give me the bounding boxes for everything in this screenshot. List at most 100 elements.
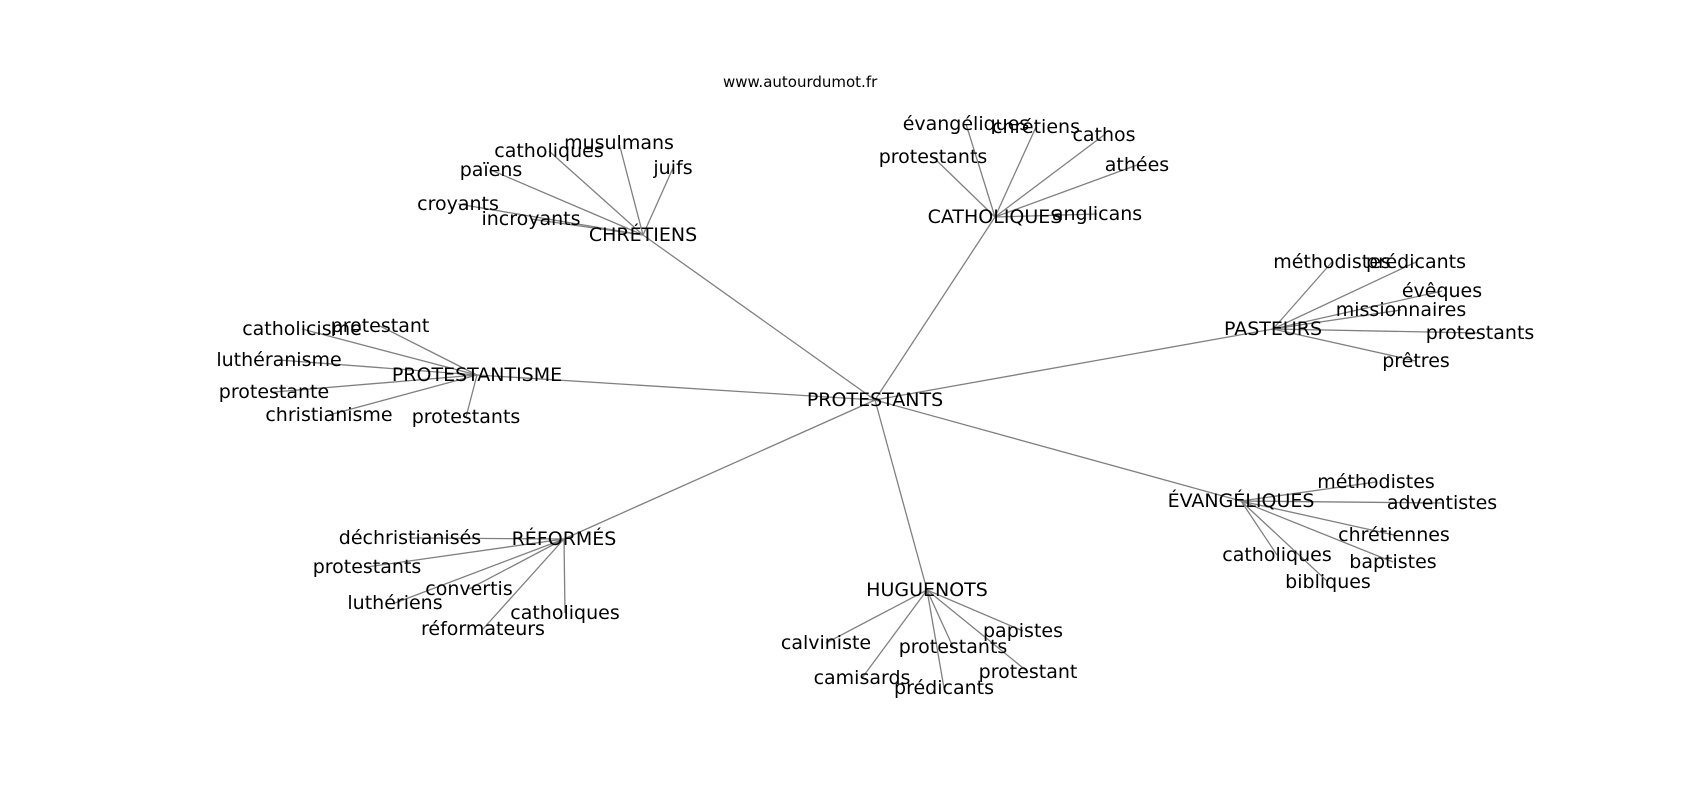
hub-chretiens[interactable]: CHRÉTIENS xyxy=(589,223,697,246)
edge-huguenots-protestant xyxy=(926,589,1029,673)
word-chretiens-musulmans[interactable]: musulmans xyxy=(564,132,674,154)
word-huguenots-papistes[interactable]: papistes xyxy=(983,620,1063,642)
word-reformes-convertis[interactable]: convertis xyxy=(425,578,513,600)
edge-chretiens-paiens xyxy=(490,169,644,236)
edge-evangeliques-methodistes xyxy=(1240,481,1377,502)
site-url[interactable]: www.autourdumot.fr xyxy=(723,73,878,91)
center-node[interactable]: PROTESTANTS xyxy=(807,389,943,411)
word-evangeliques-bibliques[interactable]: bibliques xyxy=(1285,571,1371,593)
word-catholiques-anglicans[interactable]: anglicans xyxy=(1052,203,1142,225)
edge-huguenots-calviniste xyxy=(825,589,928,644)
edge-protestantisme-protestants xyxy=(465,374,478,418)
edge-evangeliques-adventistes xyxy=(1240,500,1443,504)
word-evangeliques-adventistes[interactable]: adventistes xyxy=(1387,492,1497,514)
edge-reformes-convertis xyxy=(468,538,565,590)
word-pasteurs-protestants[interactable]: protestants xyxy=(1426,322,1535,344)
word-evangeliques-catholiques[interactable]: catholiques xyxy=(1222,544,1331,566)
edge-chretiens-juifs xyxy=(642,167,674,236)
edge-chretiens-croyants xyxy=(457,203,644,236)
word-chretiens-croyants[interactable]: croyants xyxy=(417,193,499,215)
hub-evangeliques[interactable]: ÉVANGÉLIQUES xyxy=(1168,489,1315,512)
edge-center-catholiques xyxy=(874,216,996,401)
edge-huguenots-protestants xyxy=(926,589,954,648)
edge-protestantisme-protestante xyxy=(273,374,478,393)
edge-center-evangeliques xyxy=(874,399,1242,502)
word-catholiques-protestants[interactable]: protestants xyxy=(879,146,988,168)
edge-chretiens-catholiques xyxy=(548,150,644,236)
word-chretiens-paiens[interactable]: païens xyxy=(460,159,523,181)
word-pasteurs-pretres[interactable]: prêtres xyxy=(1382,350,1450,372)
edge-catholiques-evangeliques xyxy=(965,123,996,218)
word-chretiens-catholiques[interactable]: catholiques xyxy=(494,140,603,162)
hub-reformes[interactable]: RÉFORMÉS xyxy=(512,527,617,550)
edges-layer xyxy=(273,123,1481,689)
edge-huguenots-predicants xyxy=(926,589,945,689)
edge-evangeliques-baptistes xyxy=(1240,500,1394,563)
edge-reformes-protestants xyxy=(366,538,565,568)
word-reformes-catholiques[interactable]: catholiques xyxy=(510,602,619,624)
edge-center-reformes xyxy=(563,399,876,540)
word-protestantisme-lutheranisme[interactable]: luthéranisme xyxy=(216,349,341,371)
word-reformes-reformateurs[interactable]: réformateurs xyxy=(421,618,545,640)
edge-center-huguenots xyxy=(874,399,928,591)
word-catholiques-cathos[interactable]: cathos xyxy=(1072,124,1135,146)
word-evangeliques-chretiennes[interactable]: chrétiennes xyxy=(1338,524,1450,546)
word-pasteurs-eveques[interactable]: évêques xyxy=(1402,280,1482,302)
word-protestantisme-christianisme[interactable]: christianisme xyxy=(265,404,392,426)
hub-huguenots[interactable]: HUGUENOTS xyxy=(866,579,988,601)
edge-chretiens-incroyants xyxy=(530,218,644,236)
edge-catholiques-athees xyxy=(994,164,1138,218)
edge-center-pasteurs xyxy=(874,328,1274,401)
word-catholiques-evangeliques[interactable]: évangéliques xyxy=(903,113,1030,135)
edge-pasteurs-pretres xyxy=(1272,328,1417,362)
edge-center-chretiens xyxy=(642,234,876,401)
word-evangeliques-baptistes[interactable]: baptistes xyxy=(1349,551,1436,573)
edge-catholiques-chretiens xyxy=(994,126,1037,218)
edge-chretiens-musulmans xyxy=(618,142,644,236)
edge-catholiques-protestants xyxy=(932,156,996,218)
edge-catholiques-anglicans xyxy=(994,213,1098,218)
edge-evangeliques-bibliques xyxy=(1240,500,1329,583)
edge-huguenots-camisards xyxy=(861,589,928,679)
edge-reformes-dechristianises xyxy=(409,537,565,540)
word-reformes-dechristianises[interactable]: déchristianisés xyxy=(339,527,481,549)
edge-protestantisme-catholicisme xyxy=(301,328,478,376)
edge-evangeliques-chretiennes xyxy=(1240,500,1395,536)
hub-pasteurs[interactable]: PASTEURS xyxy=(1224,318,1322,340)
edge-pasteurs-eveques xyxy=(1272,290,1443,330)
edge-pasteurs-missionnaires xyxy=(1272,309,1402,330)
edge-protestantisme-christianisme xyxy=(328,374,478,416)
word-protestantisme-protestante[interactable]: protestante xyxy=(219,381,329,403)
word-huguenots-predicants[interactable]: prédicants xyxy=(894,677,994,699)
word-protestantisme-catholicisme[interactable]: catholicisme xyxy=(242,318,362,340)
word-protestantisme-protestant[interactable]: protestant xyxy=(331,315,430,337)
word-protestantisme-protestants[interactable]: protestants xyxy=(412,406,521,428)
edge-protestantisme-protestant xyxy=(379,325,478,376)
word-huguenots-protestant[interactable]: protestant xyxy=(979,661,1078,683)
edge-reformes-catholiques xyxy=(563,538,566,614)
edge-reformes-lutheriens xyxy=(394,538,565,604)
word-huguenots-camisards[interactable]: camisards xyxy=(814,667,911,689)
edge-reformes-reformateurs xyxy=(482,538,565,630)
word-chretiens-juifs[interactable]: juifs xyxy=(652,157,692,179)
edge-evangeliques-catholiques xyxy=(1240,500,1278,556)
word-catholiques-athees[interactable]: athées xyxy=(1105,154,1169,176)
edge-catholiques-cathos xyxy=(994,134,1105,218)
word-catholiques-chretiens[interactable]: chrétiens xyxy=(992,116,1080,138)
edge-pasteurs-methodistes xyxy=(1272,261,1333,330)
word-evangeliques-methodistes[interactable]: méthodistes xyxy=(1317,471,1435,493)
word-reformes-protestants[interactable]: protestants xyxy=(313,556,422,578)
word-chretiens-incroyants[interactable]: incroyants xyxy=(481,208,580,230)
word-pasteurs-missionnaires[interactable]: missionnaires xyxy=(1336,299,1466,321)
word-pasteurs-predicants[interactable]: prédicants xyxy=(1366,251,1466,273)
edge-center-protestantisme xyxy=(476,374,876,401)
hub-catholiques[interactable]: CATHOLIQUES xyxy=(928,206,1063,228)
word-reformes-lutheriens[interactable]: luthériens xyxy=(347,592,442,614)
hub-protestantisme[interactable]: PROTESTANTISME xyxy=(392,364,562,386)
word-huguenots-protestants[interactable]: protestants xyxy=(899,636,1008,658)
word-pasteurs-methodistes[interactable]: méthodistes xyxy=(1273,251,1391,273)
edge-protestantisme-lutheranisme xyxy=(278,359,478,376)
word-huguenots-calviniste[interactable]: calviniste xyxy=(781,632,871,654)
